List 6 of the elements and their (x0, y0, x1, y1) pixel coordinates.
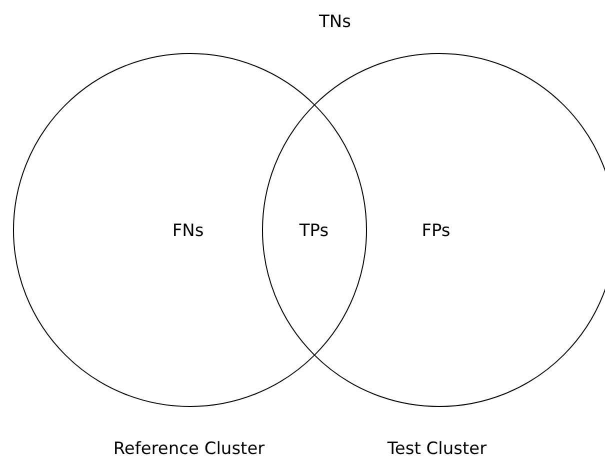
region-label: FPs (422, 220, 450, 242)
region-label: FNs (172, 220, 204, 242)
set-caption: Test Cluster (387, 438, 487, 460)
set-caption: Reference Cluster (113, 438, 265, 460)
region-label: TPs (299, 220, 329, 242)
region-label: TNs (319, 12, 351, 32)
